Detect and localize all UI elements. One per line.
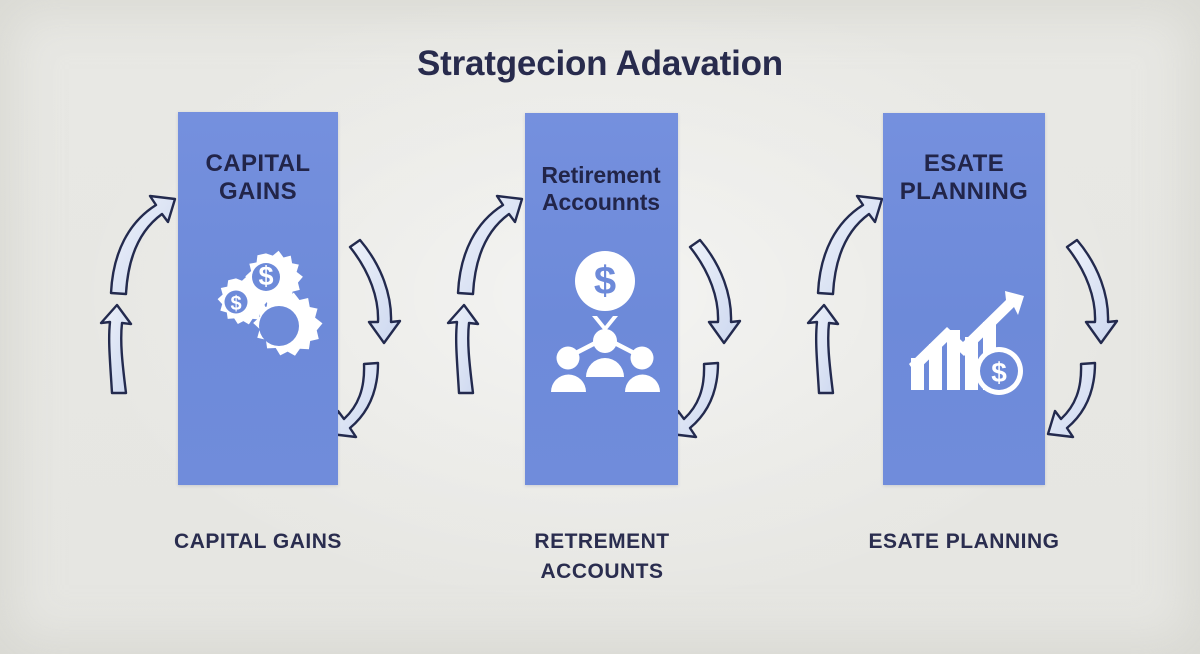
- bottom-label-retirement-accounts-line1: RETREMENT: [534, 530, 670, 553]
- svg-text:$: $: [230, 293, 241, 315]
- arrow-gap4-up-outer: [816, 194, 884, 296]
- panel-capital-gains-title-line1: CAPITAL: [205, 150, 311, 177]
- svg-text:$: $: [991, 357, 1007, 388]
- page-title: Stratgecion Adavation: [417, 44, 783, 83]
- gears-dollar-icon: $ $: [192, 244, 326, 374]
- arrow-right-down-bottom: [1046, 361, 1097, 439]
- bottom-label-estate-planning: ESATE PLANNING: [824, 527, 1104, 557]
- bottom-label-capital-gains-line1: CAPITAL GAINS: [174, 530, 342, 553]
- panel-estate-planning-title: ESATE PLANNING: [834, 150, 1094, 206]
- panel-estate-planning-title-line1: ESATE: [923, 150, 1005, 177]
- arrow-gap2-up-outer: [456, 194, 524, 296]
- bottom-label-estate-planning-line1: ESATE PLANNING: [868, 530, 1060, 553]
- arrow-gap4-up-inner: [806, 303, 840, 395]
- growth-chart-dollar-icon: $: [906, 286, 1030, 398]
- bottom-label-retirement-accounts-line2: ACCOUNTS: [540, 559, 664, 583]
- arrow-gap3-down-bottom: [669, 361, 720, 439]
- panel-estate-planning-title-line2: PLANNING: [899, 177, 1029, 205]
- arrow-gap3-down-top: [688, 238, 742, 345]
- dollar-coin-people-icon: $: [550, 246, 660, 392]
- arrow-left-up-outer: [109, 194, 177, 296]
- arrow-left-up-inner: [99, 303, 133, 395]
- arrow-gap1-down-top: [348, 238, 402, 345]
- bottom-label-retirement-accounts: RETREMENT ACCOUNTS: [472, 527, 732, 587]
- arrow-right-down-top: [1065, 238, 1119, 345]
- arrow-gap1-down-bottom: [329, 361, 380, 439]
- panel-retirement-accounts-title-line2: Accounnts: [542, 188, 660, 215]
- arrow-gap2-up-inner: [446, 303, 480, 395]
- panel-retirement-accounts-title-line1: Retirement: [541, 162, 661, 188]
- svg-text:$: $: [258, 261, 273, 291]
- panel-capital-gains-title: CAPITAL GAINS: [138, 150, 378, 206]
- panel-retirement-accounts-title: Retirement Accounnts: [451, 162, 751, 215]
- panel-capital-gains-title-line2: GAINS: [218, 177, 297, 205]
- svg-text:$: $: [594, 259, 616, 303]
- bottom-label-capital-gains: CAPITAL GAINS: [118, 527, 398, 557]
